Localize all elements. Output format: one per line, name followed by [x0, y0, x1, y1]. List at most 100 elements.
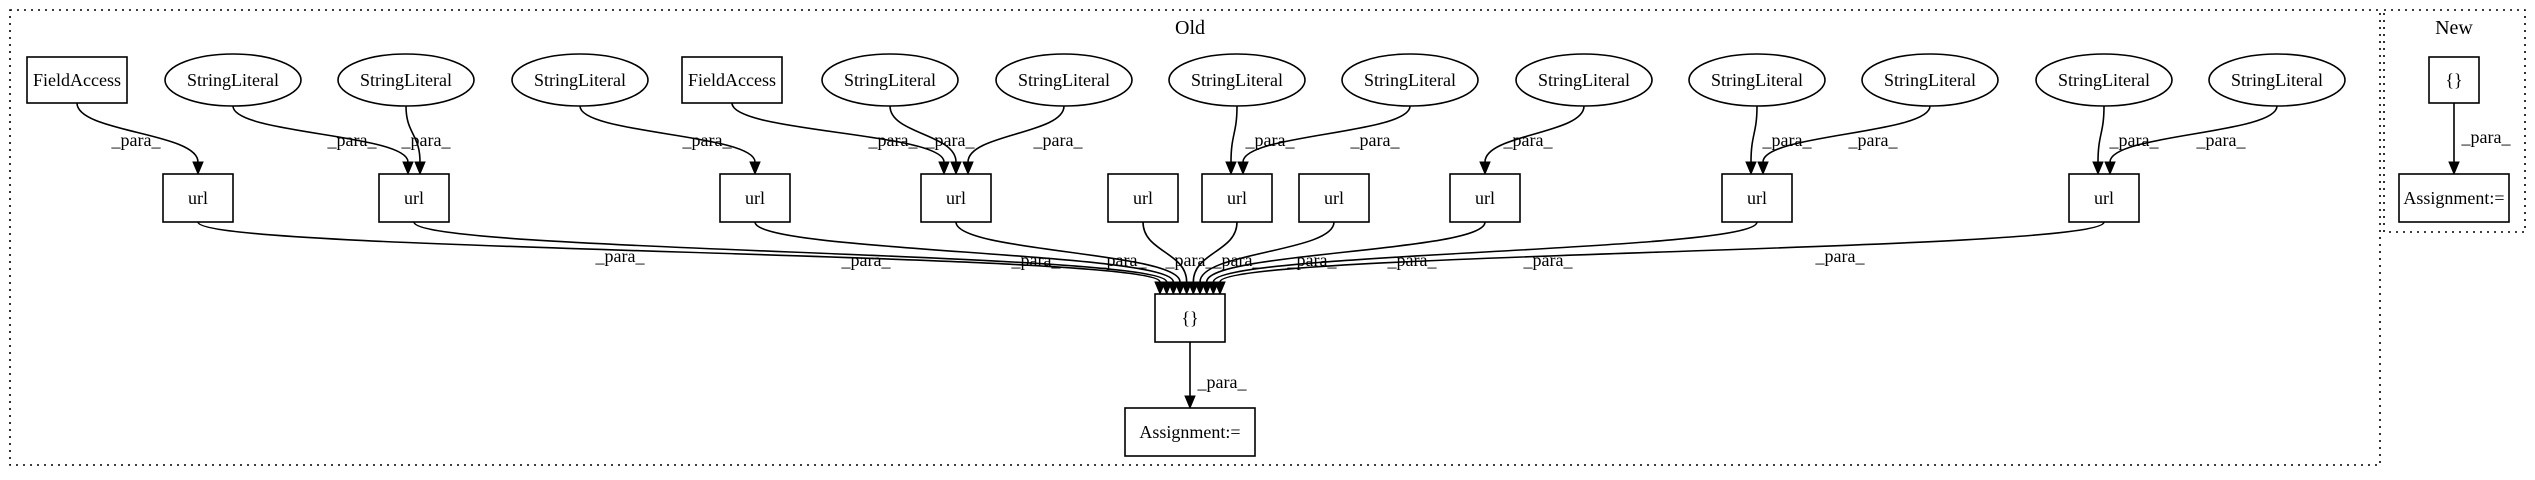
edge-s4-u4-label: _para_ — [925, 130, 976, 150]
edge-fa1-u1-arrowhead — [192, 161, 204, 176]
node-fa1-label: FieldAccess — [33, 70, 121, 90]
node-s5-label: StringLiteral — [1018, 70, 1110, 90]
edge-s2-u2-label: _para_ — [401, 130, 452, 150]
node-s6-shape — [1168, 53, 1306, 107]
edge-s5-u4-arrowhead — [962, 161, 974, 176]
edge-u10-brace-label: _para_ — [1815, 246, 1866, 266]
edge-u4-brace-line — [955, 221, 1181, 283]
node-u10-label: url — [2094, 188, 2114, 208]
edge-s8-u8-arrowhead — [1479, 161, 1491, 176]
edge-u9-brace-line — [1212, 221, 1758, 283]
edge-s11-u10-label: _para_ — [2109, 130, 2160, 150]
nodes-layer: FieldAccess StringLiteral StringLiteral Str… — [26, 53, 2510, 457]
cluster-new-border — [2383, 9, 2526, 233]
edge-s12-u10-line — [2109, 105, 2278, 163]
edge-s7-u6-arrowhead — [1237, 161, 1249, 176]
edge-brace-assign-label: _para_ — [1197, 372, 1248, 392]
edge-s12-u10-label: _para_ — [2196, 130, 2247, 150]
node-u3-label: url — [745, 188, 765, 208]
edge-u2-brace-label: _para_ — [841, 250, 892, 270]
node-s9-shape — [1688, 53, 1826, 107]
node-s4: StringLiteral — [821, 53, 959, 107]
node-u6-label: url — [1227, 188, 1247, 208]
edge-nbrace-nassign: _para_ — [2448, 102, 2512, 176]
edge-s12-u10: _para_ — [2104, 105, 2278, 176]
edge-fa1-u1: _para_ — [76, 102, 204, 176]
edge-u4-brace-label: _para_ — [1097, 250, 1148, 270]
edge-s8-u8: _para_ — [1479, 105, 1585, 176]
cluster-new-label: New — [2435, 17, 2473, 39]
node-u9: url — [1721, 173, 1793, 223]
node-u6-shape — [1201, 173, 1273, 223]
edge-s10-u9: _para_ — [1757, 105, 1931, 176]
edge-u10-brace: _para_ — [1214, 221, 2105, 296]
node-s1-shape — [164, 53, 302, 107]
edge-s8-u8-label: _para_ — [1503, 130, 1554, 150]
edge-s10-u9-label: _para_ — [1848, 130, 1899, 150]
node-s1: StringLiteral — [164, 53, 302, 107]
node-u5-label: url — [1133, 188, 1153, 208]
edge-s3-u3-arrowhead — [749, 161, 761, 176]
edge-s12-u10-arrowhead — [2104, 161, 2116, 176]
edge-s3-u3-label: _para_ — [682, 130, 733, 150]
node-u1: url — [162, 173, 234, 223]
node-u5-shape — [1107, 173, 1179, 223]
node-nassign-shape — [2398, 173, 2510, 223]
edge-s5-u4-label: _para_ — [1033, 130, 1084, 150]
node-u1-label: url — [188, 188, 208, 208]
edge-nbrace-nassign-label: _para_ — [2461, 127, 2512, 147]
node-nassign: Assignment:= — [2398, 173, 2510, 223]
node-u4: url — [920, 173, 992, 223]
node-s12-label: StringLiteral — [2231, 70, 2323, 90]
node-assign-shape — [1124, 407, 1256, 457]
node-s3-shape — [511, 53, 649, 107]
node-u9-shape — [1721, 173, 1793, 223]
edge-u7-brace-line — [1199, 221, 1335, 283]
node-nbrace: {} — [2428, 56, 2480, 104]
node-brace: {} — [1154, 293, 1226, 343]
node-s2-label: StringLiteral — [360, 70, 452, 90]
edge-u2-brace-line — [413, 221, 1168, 283]
edge-u4-brace: _para_ — [955, 221, 1186, 296]
edge-fa1-u1-line — [76, 102, 199, 163]
node-u5: url — [1107, 173, 1179, 223]
node-u10: url — [2068, 173, 2140, 223]
edge-u6-brace-line — [1192, 221, 1238, 283]
node-u2-shape — [378, 173, 450, 223]
node-s6-label: StringLiteral — [1191, 70, 1283, 90]
edge-fa1-u1-label: _para_ — [111, 130, 162, 150]
edge-u3-brace: _para_ — [754, 221, 1180, 296]
node-u2-label: url — [404, 188, 424, 208]
node-u6: url — [1201, 173, 1273, 223]
edge-s7-u6-label: _para_ — [1350, 130, 1401, 150]
node-u4-label: url — [946, 188, 966, 208]
edge-s7-u6-line — [1242, 105, 1411, 163]
cluster-old-border — [9, 9, 2381, 466]
node-s7-label: StringLiteral — [1364, 70, 1456, 90]
edge-s1-u2-arrowhead — [402, 161, 414, 176]
node-u3-shape — [719, 173, 791, 223]
node-s10: StringLiteral — [1861, 53, 1999, 107]
node-u9-label: url — [1747, 188, 1767, 208]
node-s2: StringLiteral — [337, 53, 475, 107]
node-u8-label: url — [1475, 188, 1495, 208]
node-s3-label: StringLiteral — [534, 70, 626, 90]
node-s7: StringLiteral — [1341, 53, 1479, 107]
edge-s2-u2-arrowhead — [414, 161, 426, 176]
edge-s4-u4-arrowhead — [950, 161, 962, 176]
node-s3: StringLiteral — [511, 53, 649, 107]
edge-s1-u2: _para_ — [232, 105, 414, 176]
edge-s10-u9-line — [1762, 105, 1931, 163]
node-s12: StringLiteral — [2208, 53, 2346, 107]
node-s2-shape — [337, 53, 475, 107]
node-u10-shape — [2068, 173, 2140, 223]
edge-s9-u9-line — [1750, 105, 1758, 163]
node-s9: StringLiteral — [1688, 53, 1826, 107]
node-s11-label: StringLiteral — [2058, 70, 2150, 90]
edge-s9-u9-label: _para_ — [1762, 130, 1813, 150]
node-u8: url — [1449, 173, 1521, 223]
edge-s4-u4: _para_ — [889, 105, 976, 176]
edge-u1-brace-line — [197, 221, 1161, 283]
